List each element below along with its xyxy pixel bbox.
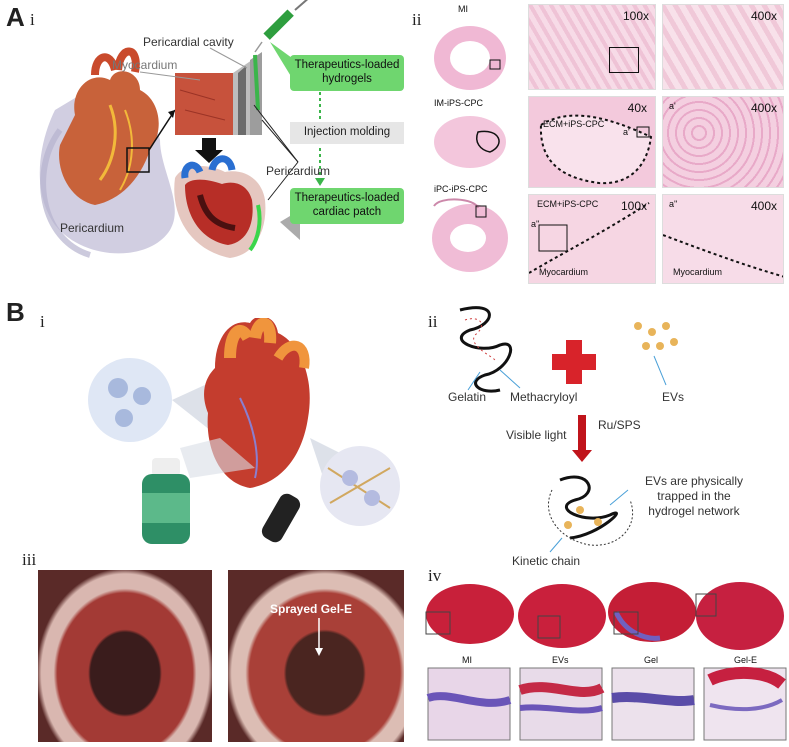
group-label-gel: Gel	[644, 655, 659, 665]
a-double-prime-label-2: a''	[669, 199, 678, 209]
cross-section-heart	[174, 155, 266, 258]
heart-photo-after: Sprayed Gel-E	[228, 570, 404, 742]
histo-row-label-ipc: iPC-iPS-CPC	[434, 184, 488, 194]
pericardium-left-label: Pericardium	[60, 221, 125, 235]
mag-100x-b: 100x	[620, 199, 647, 213]
group-label-evs: EVs	[552, 655, 569, 665]
pericardial-cavity-label: Pericardial cavity	[143, 35, 234, 49]
panel-b-letter: B	[6, 297, 25, 327]
kinetic-chain-label: Kinetic chain	[512, 554, 581, 568]
myocardium-histo-label-2: Myocardium	[673, 267, 723, 277]
histo-row-label-im: IM-iPS-CPC	[434, 98, 483, 108]
cardiac-patch-box: Therapeutics-loaded cardiac patch	[290, 188, 404, 224]
myocardium-label: Myocardium	[112, 58, 178, 72]
mag-100x-a: 100x	[622, 9, 649, 23]
mag-400x-a: 400x	[750, 9, 777, 23]
hydrogels-box: Therapeutics-loaded hydrogels	[290, 55, 404, 91]
panel-a-ii-label: ii	[412, 10, 422, 29]
ecm-label-2: ECM+iPS-CPC	[537, 199, 599, 209]
myocardium-block	[175, 73, 233, 135]
histo-mi-400x: 400x	[662, 4, 784, 90]
ru-sps-label: Ru/SPS	[598, 418, 641, 432]
panel-b-ii-label: ii	[428, 312, 438, 331]
histo-mi-100x: 100x	[528, 4, 656, 90]
sprayed-gel-e-label: Sprayed Gel-E	[270, 602, 353, 616]
injection-molding-box: Injection molding	[290, 122, 404, 144]
mag-400x-b: 400x	[750, 101, 777, 115]
a-prime-label: a'	[623, 127, 630, 137]
group-label-gel-e: Gel-E	[734, 655, 758, 665]
trichrome-sections	[425, 582, 787, 741]
histo-ecm-400x: a' 400x	[662, 96, 784, 188]
visible-light-label: Visible light	[506, 428, 567, 442]
histo-ecm-400x-2: a'' 400x Myocardium	[662, 194, 784, 284]
heart-photo-before	[38, 570, 212, 742]
evs-trapped-label: EVs are physically trapped in the hydrog…	[644, 474, 744, 518]
histology-overview-sections	[432, 26, 508, 272]
panel-b-i-label: i	[40, 312, 45, 331]
histo-ecm-40x: ECM+iPS-CPC 40x a'	[528, 96, 656, 188]
down-arrow-icon	[195, 138, 223, 163]
panel-a-i-label: i	[30, 10, 35, 29]
histo-row-label-mi: MI	[458, 4, 468, 14]
pericardium-right-label: Pericardium	[266, 164, 331, 178]
syringe-icon	[254, 0, 309, 53]
gelma-ev-scheme	[459, 306, 678, 553]
evs-label: EVs	[662, 390, 685, 404]
zoom-box	[609, 47, 639, 73]
gelatin-label: Gelatin	[448, 390, 487, 404]
panel-b-iv-label: iv	[428, 566, 442, 585]
pericardium-injection-diagram	[39, 0, 325, 258]
panel-b-iii-label: iii	[22, 550, 37, 569]
ecm-label-1: ECM+iPS-CPC	[543, 119, 605, 129]
a-double-prime-label: a''	[531, 219, 540, 229]
group-label-mi: MI	[462, 655, 472, 665]
myocardium-histo-label-1: Myocardium	[539, 267, 589, 277]
zoom-box	[126, 147, 150, 173]
mag-40x: 40x	[627, 101, 647, 115]
mag-400x-c: 400x	[750, 199, 777, 213]
histo-ecm-100x: ECM+iPS-CPC 100x a'' Myocardium	[528, 194, 656, 284]
spray-heart-illustration	[88, 318, 400, 544]
panel-a-letter: A	[6, 2, 25, 32]
methacryloyl-label: Methacryloyl	[510, 390, 578, 404]
a-prime-label-2: a'	[669, 101, 676, 111]
